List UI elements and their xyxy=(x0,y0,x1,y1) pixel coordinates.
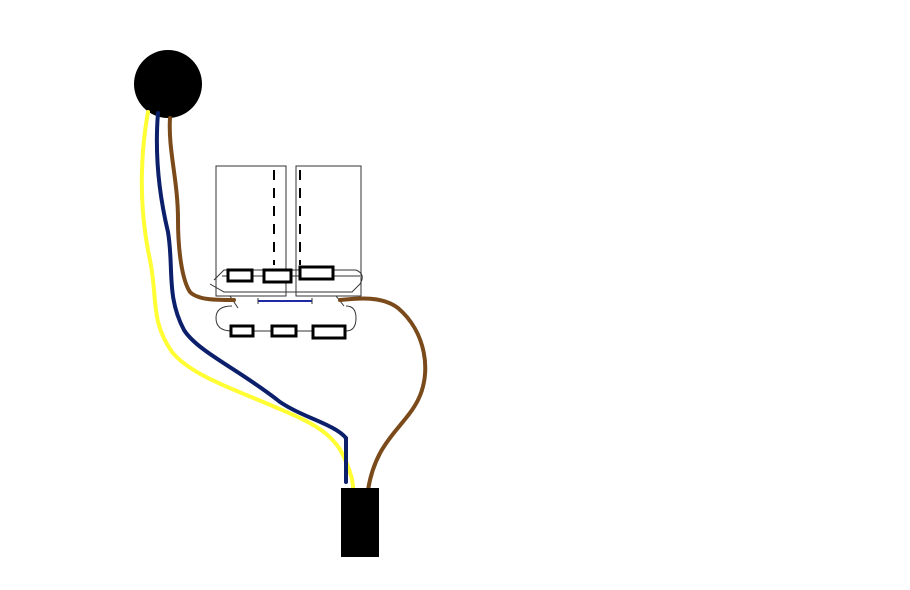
bottom-resistor-2 xyxy=(270,324,298,338)
bottom-resistor-1 xyxy=(229,324,255,338)
brown-wire-bottom xyxy=(338,296,428,492)
blue-wire xyxy=(154,111,348,484)
top-resistor-2 xyxy=(262,268,293,284)
yellow-wire xyxy=(139,110,356,495)
bottom-resistor-row xyxy=(229,324,347,340)
top-resistor-1 xyxy=(226,268,254,283)
top-resistor-rail xyxy=(209,269,363,293)
top-resistor-3 xyxy=(298,265,335,281)
right-box xyxy=(295,165,362,297)
bottom-resistor-3 xyxy=(311,324,347,340)
top-resistor-row xyxy=(226,265,335,284)
left-box xyxy=(215,165,287,297)
round-node xyxy=(134,50,202,118)
brown-wire-top xyxy=(167,116,236,302)
rect-connector xyxy=(341,488,379,557)
